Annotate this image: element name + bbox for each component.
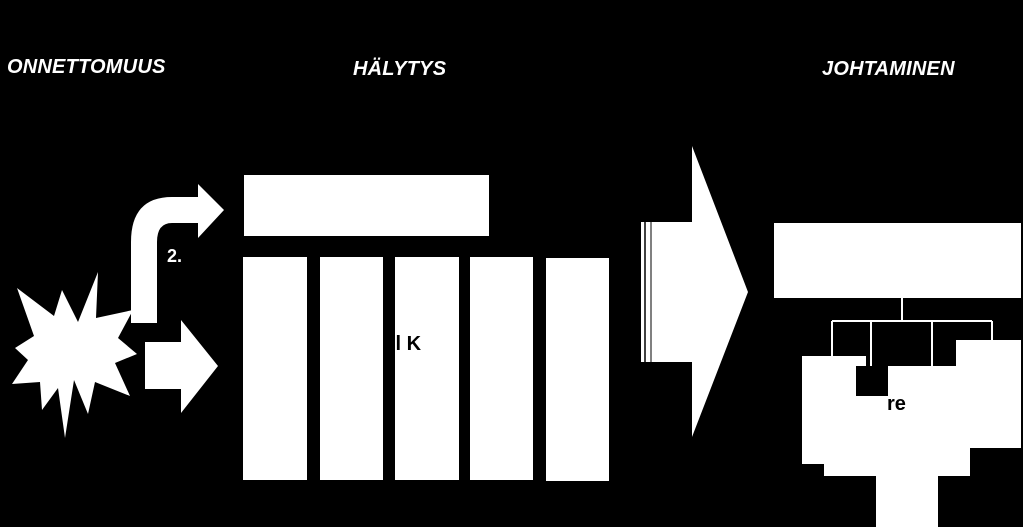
heading-halytys: HÄLYTYS	[353, 58, 447, 80]
alert-column-5	[546, 258, 609, 481]
command-box-text: re	[887, 393, 906, 415]
org-connectors	[831, 298, 993, 366]
curved-arrow-icon	[131, 184, 224, 323]
alert-column-2	[320, 257, 383, 480]
command-box-center-upper	[856, 366, 888, 396]
alert-top-bar	[244, 175, 489, 236]
command-stem	[876, 468, 938, 527]
alert-column-3	[395, 257, 459, 480]
explosion-icon	[12, 272, 137, 438]
command-top-box	[774, 223, 1021, 298]
alert-column-4	[470, 257, 533, 480]
heading-johtaminen: JOHTAMINEN	[822, 58, 955, 80]
big-arrow-icon	[641, 146, 748, 437]
heading-onnettomuus: ONNETTOMUUS	[7, 56, 166, 78]
command-box-center	[824, 366, 970, 476]
straight-arrow-icon	[145, 320, 218, 413]
alert-column-1	[243, 257, 307, 480]
column-overlay-text: ll K	[390, 333, 422, 355]
step-label-2: 2.	[167, 246, 183, 266]
command-box-right	[956, 340, 1021, 448]
